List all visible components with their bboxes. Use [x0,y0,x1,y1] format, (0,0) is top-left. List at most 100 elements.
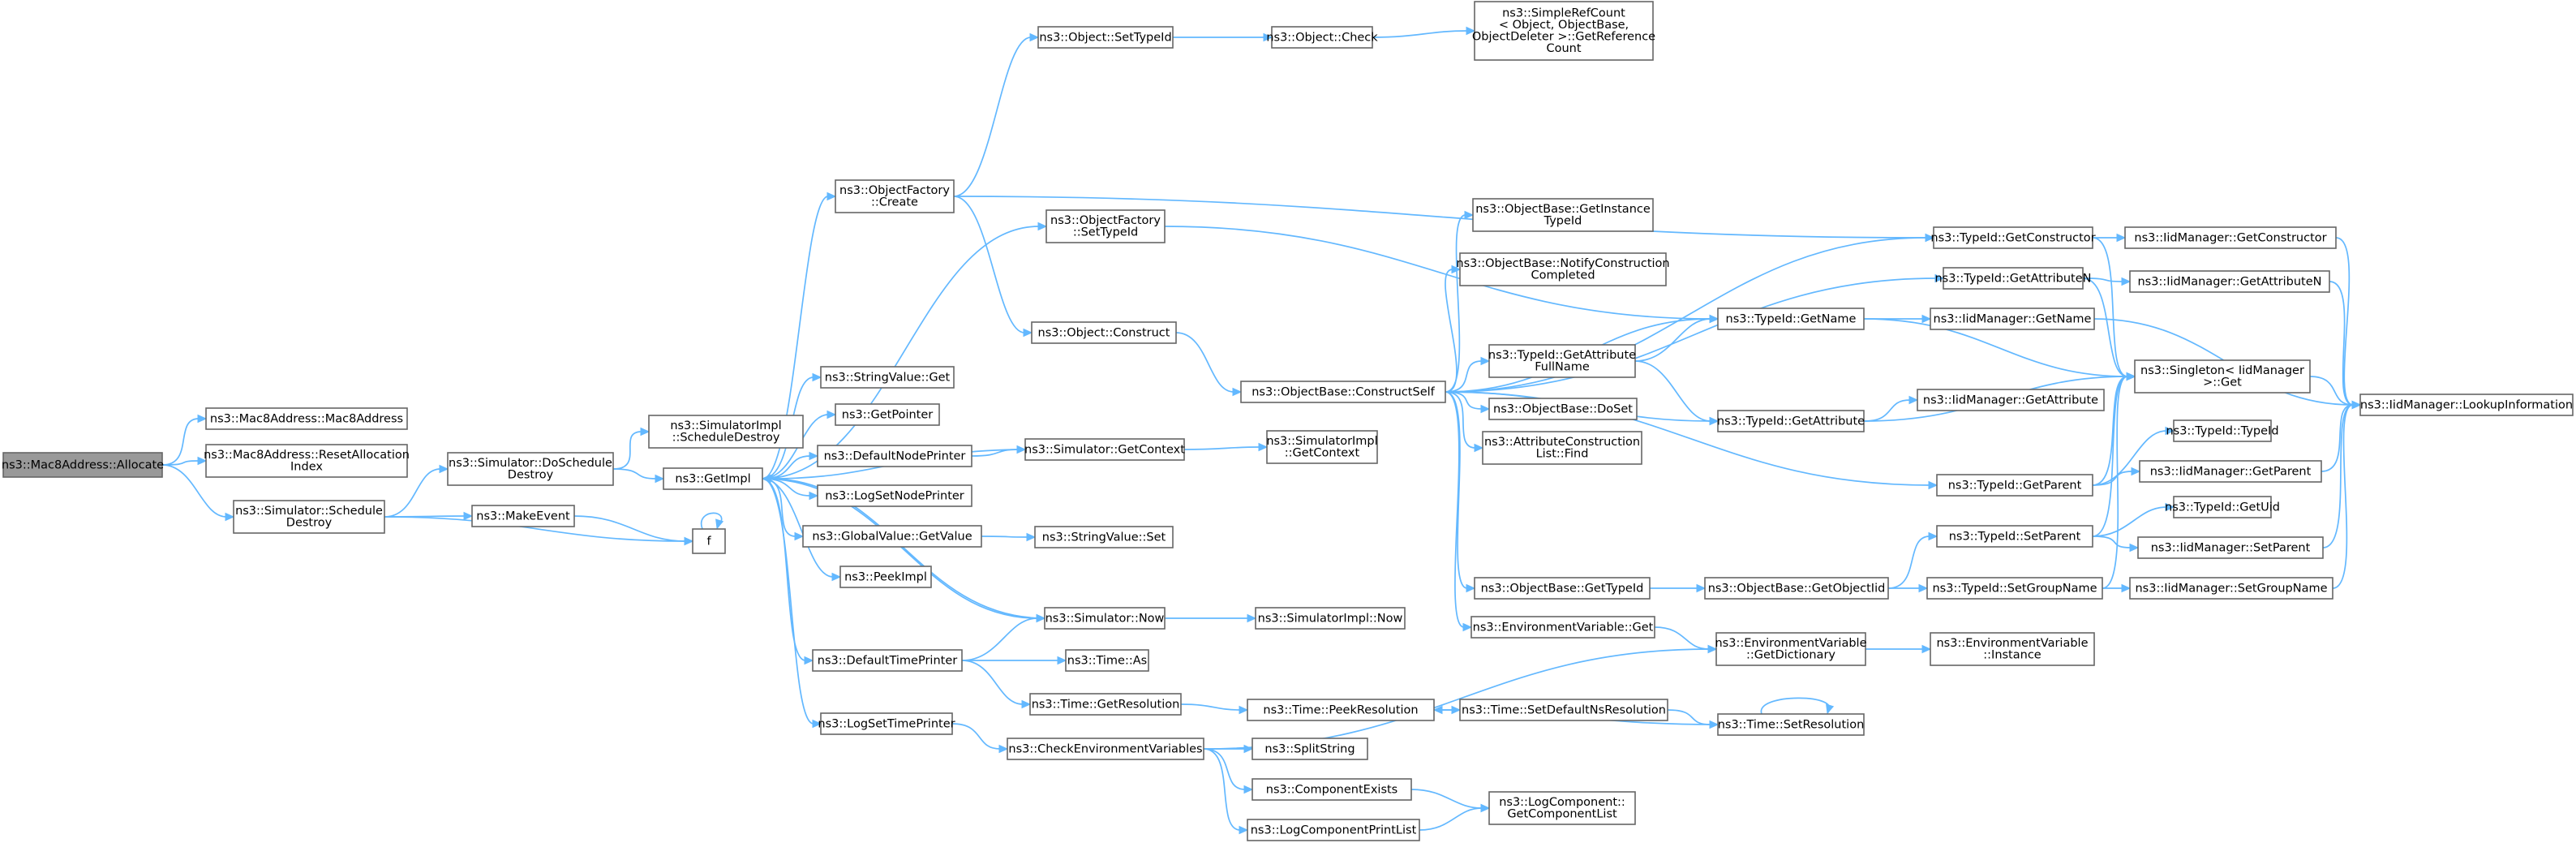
function-node[interactable]: ns3::ObjectBase::GetTypeId [1474,577,1651,600]
function-node[interactable]: ns3::IidManager::GetName [1930,308,2095,330]
function-node[interactable]: ns3::GetImpl [663,467,763,490]
function-node[interactable]: ns3::Object::Check [1266,26,1378,49]
function-node[interactable]: ns3::IidManager::LookupInformation [2359,394,2574,416]
node-label: ::GetDictionary [1746,649,1835,662]
node-box [2,452,163,478]
call-edge [2335,237,2362,410]
function-node[interactable]: ns3::ComponentExists [1252,778,1412,801]
function-node[interactable]: ns3::IidManager::GetConstructor [2124,226,2337,249]
function-node[interactable]: ns3::CheckEnvironmentVariables [1007,738,1204,760]
node-label: ns3::TypeId::GetParent [1948,479,2082,492]
function-node[interactable]: ns3::StringValue::Get [820,366,955,389]
function-node[interactable]: ns3::Object::SetTypeId [1037,26,1174,49]
function-node[interactable]: ns3::TypeId::TypeId [2166,419,2279,442]
edge-line [762,478,806,661]
edge-arrowhead [2165,426,2175,436]
function-node[interactable]: ns3::LogComponentPrintList [1247,819,1420,841]
function-node[interactable]: ns3::Simulator::Now [1044,607,1166,630]
call-edge [700,512,724,530]
function-node[interactable]: f [692,528,726,554]
function-node[interactable]: ns3::SimpleRefCount< Object, ObjectBase,… [1472,1,1655,61]
edge-arrowhead [715,518,724,530]
function-node[interactable]: ns3::LogSetTimePrinter [818,712,955,735]
edge-line [1203,748,1246,790]
function-node[interactable]: ns3::IidManager::SetParent [2137,536,2324,559]
edge-arrowhead [1057,656,1067,665]
function-node[interactable]: ns3::Simulator::GetContext [1024,438,1185,461]
function-node[interactable]: ns3::TypeId::SetParent [1936,525,2093,548]
function-node[interactable]: ns3::SimulatorImpl::ScheduleDestroy [648,415,804,449]
call-edge [2102,372,2136,589]
node-box [233,500,385,534]
function-node[interactable]: ns3::LogSetNodePrinter [817,484,972,507]
function-node[interactable]: ns3::PeekImpl [839,566,932,588]
function-node[interactable]: ns3::Simulator::ScheduleDestroy [233,500,385,534]
call-edge [1445,233,1935,393]
function-node[interactable]: ns3::TypeId::GetName [1717,308,1865,330]
function-node[interactable]: ns3::StringValue::Set [1034,526,1174,548]
function-node[interactable]: ns3::ObjectBase::ConstructSelf [1240,381,1446,403]
function-node[interactable]: ns3::TypeId::GetAttribute [1717,410,1865,432]
node-box [1247,819,1420,841]
function-node[interactable]: ns3::DefaultTimePrinter [812,649,963,672]
function-node[interactable]: ns3::Time::SetResolution [1717,713,1865,736]
function-node[interactable]: ns3::Time::SetDefaultNsResolution [1459,699,1668,721]
function-node[interactable]: ns3::IidManager::GetParent [2139,460,2322,483]
function-node[interactable]: ns3::ObjectFactory::SetTypeId [1045,209,1166,243]
edge-arrowhead [2116,233,2127,243]
edge-line [1445,391,1465,628]
node-label: Destroy [508,469,554,482]
function-node[interactable]: ns3::IidManager::GetAttributeN [2129,270,2330,293]
function-node[interactable]: ns3::Time::GetResolution [1029,693,1182,716]
edge-arrowhead [2165,502,2175,512]
function-node[interactable]: ns3::MakeEvent [471,505,575,527]
function-node[interactable]: ns3::SimulatorImpl::GetContext [1266,430,1378,464]
function-node[interactable]: ns3::ObjectBase::GetObjectIid [1704,577,1889,600]
function-node[interactable]: ns3::LogComponent::GetComponentList [1488,791,1636,825]
node-label: List::Find [1536,448,1589,461]
node-label: ns3::StringValue::Set [1042,531,1166,544]
function-node[interactable]: ns3::Singleton< IidManager>::Get [2134,359,2311,394]
edge-arrowhead [1925,233,1935,243]
function-node[interactable]: ns3::GetPointer [835,403,940,426]
node-box [205,444,408,478]
node-label: ns3::ObjectBase::NotifyConstruction [1456,257,1669,270]
function-node[interactable]: ns3::Time::As [1065,649,1149,672]
function-node[interactable]: ns3::DefaultNodePrinter [817,445,972,467]
function-node[interactable]: ns3::EnvironmentVariable::GetDictionary [1715,632,1867,666]
function-node[interactable]: ns3::Mac8Address::Mac8Address [205,407,408,430]
edge-line [2092,376,2128,537]
node-label: Destroy [286,517,333,530]
call-edge [1445,391,1484,453]
function-node[interactable]: ns3::TypeId::GetParent [1936,474,2093,497]
function-node[interactable]: ns3::GlobalValue::GetValue [802,525,982,548]
function-node[interactable]: ns3::TypeId::GetUid [2165,496,2280,518]
node-box [2173,419,2272,442]
node-label: ns3::TypeId::GetUid [2165,501,2280,514]
call-edge [1165,613,1257,623]
function-node[interactable]: ns3::SimulatorImpl::Now [1255,607,1406,630]
function-node[interactable]: ns3::EnvironmentVariable::Instance [1930,632,2095,666]
function-node[interactable]: ns3::SplitString [1252,738,1368,760]
function-node[interactable]: ns3::ObjectBase::DoSet [1488,398,1638,420]
node-box [1065,649,1149,672]
function-node[interactable]: ns3::IidManager::SetGroupName [2129,577,2333,600]
function-node[interactable]: ns3::EnvironmentVariable::Get [1470,616,1655,639]
function-node[interactable]: ns3::ObjectFactory::Create [835,179,955,213]
function-node[interactable]: ns3::ObjectBase::NotifyConstructionCompl… [1456,252,1670,286]
root-function-node[interactable]: ns3::Mac8Address::Allocate [2,452,164,478]
function-node[interactable]: ns3::Time::PeekResolution [1247,699,1435,721]
node-label: ns3::IidManager::SetGroupName [2135,582,2327,595]
function-node[interactable]: ns3::TypeId::SetGroupName [1926,577,2103,600]
call-edge [612,468,665,484]
function-node[interactable]: ns3::TypeId::GetAttributeN [1934,267,2092,290]
edge-arrowhead [1709,416,1719,426]
function-node[interactable]: ns3::IidManager::GetAttribute [1917,389,2105,411]
function-node[interactable]: ns3::Object::Construct [1031,321,1177,344]
function-node[interactable]: ns3::TypeId::GetConstructor [1930,226,2096,249]
